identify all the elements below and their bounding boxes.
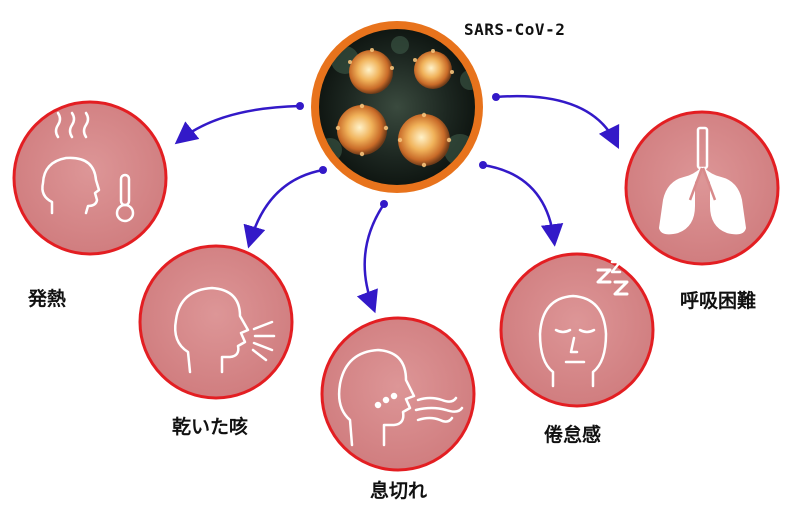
arrow-to-dry-cough (243, 166, 327, 249)
arrows (174, 93, 620, 314)
arrow-to-fever (174, 102, 304, 145)
symptom-fatigue (499, 252, 655, 408)
symptom-fever (12, 100, 168, 256)
fatigue-label: 倦怠感 (544, 424, 602, 446)
coughing-head-icon (174, 286, 276, 374)
virus-particles (337, 50, 452, 166)
lungs-icon (659, 126, 746, 235)
virus-micrograph (311, 21, 483, 193)
fever-label: 発熱 (28, 288, 67, 310)
dry-cough-label: 乾いた咳 (172, 416, 249, 438)
dyspnea-label: 呼吸困難 (680, 290, 757, 312)
arrow-to-fatigue (479, 161, 564, 247)
arrow-to-dyspnea (492, 93, 620, 150)
breathless-head-icon (337, 348, 464, 447)
virus-name-label: SARS-CoV-2 (464, 20, 566, 39)
symptom-shortness-of-breath (320, 316, 476, 472)
fever-head-thermometer-icon (41, 111, 135, 223)
shortness-of-breath-label: 息切れ (370, 480, 428, 502)
symptom-dry-cough (138, 244, 294, 400)
symptom-dyspnea (624, 110, 780, 266)
arrow-to-breath (356, 200, 388, 314)
tired-head-zzz-icon (538, 260, 629, 388)
